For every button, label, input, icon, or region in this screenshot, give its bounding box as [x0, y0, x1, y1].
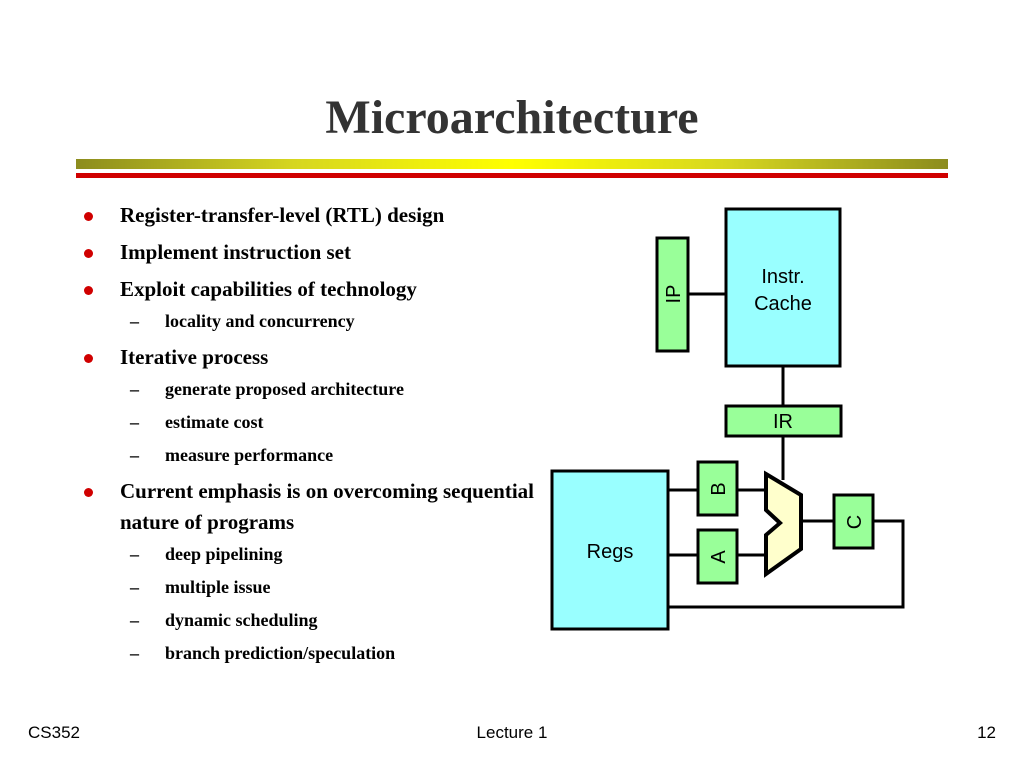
dash-marker: –: [130, 643, 139, 663]
slide-title: Microarchitecture: [325, 91, 699, 144]
sub-item: – branch prediction/speculation: [78, 637, 548, 670]
c-register-box: [832, 493, 875, 550]
title-underline-red: [76, 173, 948, 178]
sub-item: – dynamic scheduling: [78, 604, 548, 637]
sub-list: – locality and concurrency: [78, 305, 548, 338]
dash-marker: –: [130, 412, 139, 432]
b-register-box: [696, 460, 739, 517]
instr-cache-label-line2: Cache: [754, 293, 812, 315]
bullet-item: Implement instruction set: [78, 237, 548, 268]
a-register-box: [696, 528, 739, 585]
b-register-label: B: [708, 482, 730, 495]
footer-course: CS352: [28, 723, 80, 742]
ir-register-label: IR: [773, 411, 793, 433]
bullet-item: Exploit capabilities of technology: [78, 274, 548, 305]
sub-text: deep pipelining: [165, 544, 283, 564]
sub-item: – locality and concurrency: [78, 305, 548, 338]
dash-marker: –: [130, 379, 139, 399]
footer-lecture: Lecture 1: [476, 723, 548, 742]
regs-box: [550, 469, 670, 631]
bullet-text: Current emphasis is on overcoming sequen…: [120, 479, 534, 534]
wire-c-regs: [668, 519, 905, 609]
instr-cache-label-line1: Instr.: [761, 266, 804, 288]
a-register-label: A: [708, 550, 730, 564]
sub-list: – deep pipelining – multiple issue – dyn…: [78, 538, 548, 670]
bullet-dot-icon: [84, 286, 93, 295]
sub-item: – estimate cost: [78, 406, 548, 439]
bullet-text: Register-transfer-level (RTL) design: [120, 203, 445, 227]
bullet-item: Iterative process: [78, 342, 548, 373]
bullet-dot-icon: [84, 488, 93, 497]
sub-text: measure performance: [165, 445, 334, 465]
sub-item: – deep pipelining: [78, 538, 548, 571]
bullet-list: Register-transfer-level (RTL) design Imp…: [78, 200, 548, 674]
sub-text: locality and concurrency: [165, 311, 355, 331]
ip-register-box: [655, 236, 690, 353]
sub-text: generate proposed architecture: [165, 379, 404, 399]
sub-text: branch prediction/speculation: [165, 643, 396, 663]
sub-item: – multiple issue: [78, 571, 548, 604]
sub-text: dynamic scheduling: [165, 610, 318, 630]
dash-marker: –: [130, 610, 139, 630]
sub-item: – measure performance: [78, 439, 548, 472]
bullet-text: Iterative process: [120, 345, 269, 369]
wires: [668, 292, 905, 609]
dash-marker: –: [130, 544, 139, 564]
alu-shape: [764, 470, 803, 578]
bullet-item: Register-transfer-level (RTL) design: [78, 200, 548, 231]
dash-marker: –: [130, 577, 139, 597]
bullet-dot-icon: [84, 354, 93, 363]
sub-text: estimate cost: [165, 412, 264, 432]
bullet-dot-icon: [84, 212, 93, 221]
dash-marker: –: [130, 311, 139, 331]
bullet-dot-icon: [84, 249, 93, 258]
ir-register-box: [724, 404, 843, 438]
dash-marker: –: [130, 445, 139, 465]
bullet-text: Exploit capabilities of technology: [120, 277, 417, 301]
sub-text: multiple issue: [165, 577, 271, 597]
footer-page-number: 12: [977, 723, 996, 742]
sub-item: – generate proposed architecture: [78, 373, 548, 406]
sub-list: – generate proposed architecture – estim…: [78, 373, 548, 472]
instr-cache-box: [724, 207, 842, 368]
bullet-item: Current emphasis is on overcoming sequen…: [78, 476, 548, 538]
regs-label: Regs: [587, 541, 634, 563]
bullet-text: Implement instruction set: [120, 240, 351, 264]
ip-register-label: IP: [663, 285, 685, 304]
title-underline-gradient: [76, 159, 948, 169]
c-register-label: C: [844, 515, 866, 529]
